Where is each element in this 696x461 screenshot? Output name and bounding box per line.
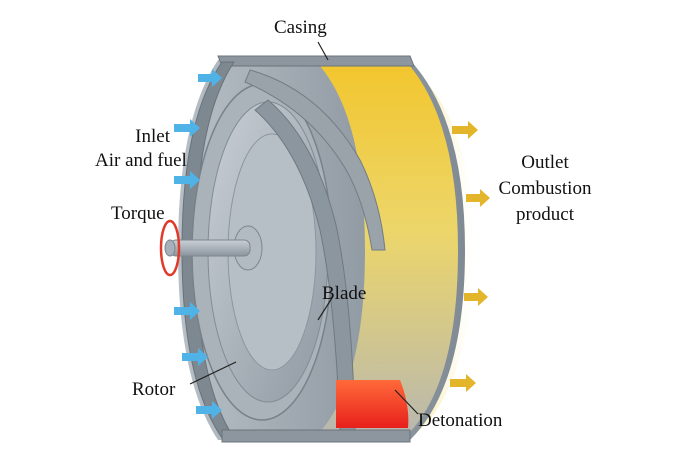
outlet-subtitle-label: Combustion (498, 178, 592, 199)
outlet-arrows (450, 121, 490, 392)
shaft-end (164, 239, 176, 257)
torque-label: Torque (111, 203, 165, 224)
arrow-right-icon (182, 348, 208, 366)
inlet-subtitle-label: Air and fuel (95, 150, 187, 171)
casing-lip (217, 55, 415, 67)
arrow-right-icon (198, 69, 222, 87)
arrow-right-icon (450, 374, 476, 392)
arrow-right-icon (174, 119, 200, 137)
casing-bottom-lip (221, 429, 411, 443)
arrow-right-icon (466, 189, 490, 207)
torque-ring-icon (159, 219, 181, 277)
shaft (169, 239, 251, 257)
inlet-label: Inlet (135, 126, 170, 147)
detonation-label: Detonation (418, 410, 503, 431)
arrow-right-icon (452, 121, 478, 139)
arrow-right-icon (196, 401, 222, 419)
blade-label: Blade (322, 283, 367, 304)
combustion-zone (320, 66, 458, 432)
detonation-zone (336, 380, 409, 428)
casing-label: Casing (274, 17, 327, 38)
arrow-right-icon (174, 171, 200, 189)
arrow-right-icon (464, 288, 488, 306)
inlet-arrows (174, 69, 222, 419)
outlet-label: Outlet (521, 152, 569, 173)
detonation-leader (394, 389, 419, 415)
arrow-right-icon (174, 302, 200, 320)
blade-leader (317, 297, 333, 321)
rotor-leader (189, 361, 237, 385)
rotor-label: Rotor (132, 379, 176, 400)
outlet-product-label: product (515, 204, 575, 225)
casing-leader (317, 41, 329, 61)
blade-2 (244, 69, 386, 251)
